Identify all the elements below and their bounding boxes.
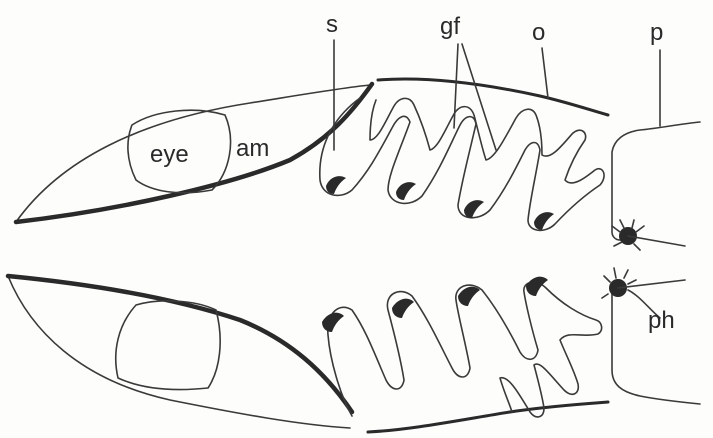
upper-gill-tip-1 [326, 176, 346, 194]
lower-eye-outline [116, 301, 220, 390]
leader-o [542, 48, 548, 98]
upper-gill-tip-2 [396, 182, 416, 200]
label-p: p [650, 19, 663, 46]
upper-ph-structure [612, 220, 685, 250]
lower-gill-tip-1 [322, 313, 344, 332]
upper-anterior-lobe-outline [16, 85, 370, 222]
label-gf: gf [440, 13, 460, 40]
lower-body-wall [368, 402, 608, 432]
upper-gill-filaments [320, 98, 604, 230]
label-s: s [326, 11, 338, 38]
lower-septum [8, 276, 352, 412]
upper-septum-s [16, 84, 372, 222]
lower-gill-tip-2 [392, 299, 414, 318]
leader-gf-1 [454, 44, 458, 128]
upper-gill-tip-3 [464, 200, 484, 218]
label-eye: eye [150, 141, 189, 168]
lower-pharynx-wall [612, 280, 700, 404]
lower-gill-tip-3 [458, 287, 480, 306]
upper-body-wall-o [378, 79, 608, 115]
label-am: am [236, 135, 269, 162]
upper-pharynx-wall [612, 122, 700, 240]
label-ph: ph [648, 307, 675, 334]
label-o: o [532, 19, 545, 46]
